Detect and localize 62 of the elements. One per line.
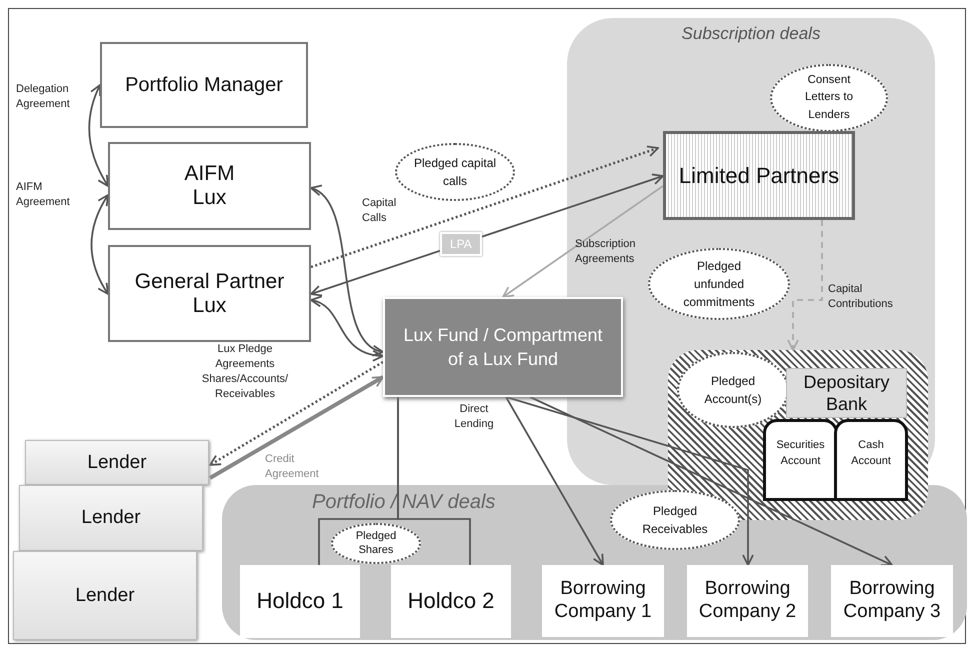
edge-label: AIFM Agreement — [16, 180, 71, 210]
entity-box — [100, 42, 308, 128]
node-label: Lender — [87, 452, 147, 474]
node-label: Limited Partners — [678, 162, 840, 188]
entity-box — [108, 142, 311, 230]
company-box — [240, 565, 360, 638]
arrow — [310, 296, 384, 361]
dotted-arrow — [787, 220, 823, 351]
node-label: Cash Account — [850, 438, 892, 469]
arrow — [208, 375, 384, 480]
node-label: Pledged capital calls — [412, 155, 498, 190]
node-label: Borrowing Company 2 — [698, 578, 798, 624]
arrow — [506, 396, 754, 566]
entity-box — [108, 245, 311, 342]
node-label: Borrowing Company 3 — [842, 578, 942, 624]
edge-label: Lux Pledge Agreements Shares/Accounts/ Receivables — [200, 342, 290, 402]
node-label: Consent Letters to Lenders — [804, 73, 854, 123]
lender-box — [25, 440, 209, 485]
arrow — [88, 84, 109, 187]
node-label: Depositary Bank — [802, 370, 891, 416]
arrow — [502, 185, 664, 298]
node-label: Pledged Account(s) — [703, 373, 763, 408]
region-panel — [222, 485, 967, 640]
company-box — [687, 565, 808, 637]
node-label: Lender — [75, 584, 135, 606]
fund-box — [383, 297, 623, 397]
node-label: Holdco 2 — [408, 588, 494, 615]
edge-label: Subscription Agreements — [575, 237, 637, 267]
dotted-arrow — [209, 360, 384, 466]
region-heading: Subscription deals — [682, 24, 820, 44]
company-box — [831, 565, 953, 637]
arrow — [530, 396, 893, 566]
arrow — [310, 187, 384, 354]
company-box — [542, 565, 664, 637]
node-label: Pledged Shares — [354, 530, 398, 558]
node-label: Pledged Receivables — [641, 503, 709, 538]
edge-label: Credit Agreement — [265, 452, 320, 482]
node-label: Borrowing Company 1 — [553, 578, 653, 624]
dotted-arrow — [310, 146, 659, 268]
node-label: Lender — [81, 507, 141, 529]
lender-box — [19, 485, 203, 551]
edge-label: Delegation Agreement — [16, 82, 71, 112]
node-label: Pledged unfunded commitments — [682, 258, 756, 311]
striped-box — [663, 131, 855, 220]
lender-box — [13, 551, 197, 640]
arrow — [310, 174, 664, 296]
bank-box — [786, 368, 907, 418]
account-box — [834, 419, 908, 501]
company-box — [391, 565, 511, 638]
account-box — [763, 419, 838, 501]
connector-line — [397, 397, 471, 565]
arrow — [505, 396, 604, 566]
node-label: Holdco 1 — [256, 588, 344, 615]
node-label: Lux Fund / Compartment of a Lux Fund — [403, 324, 603, 371]
arrow — [90, 194, 109, 295]
edge-label: Capital Contributions — [828, 282, 894, 312]
edge-label: Capital Calls — [362, 196, 398, 226]
node-label: Securities Account — [775, 438, 826, 469]
node-label: General Partner Lux — [134, 270, 286, 318]
edge-label: Direct Lending — [453, 402, 495, 432]
node-label: AIFM Lux — [183, 162, 236, 210]
node-label: Portfolio Manager — [125, 74, 283, 96]
